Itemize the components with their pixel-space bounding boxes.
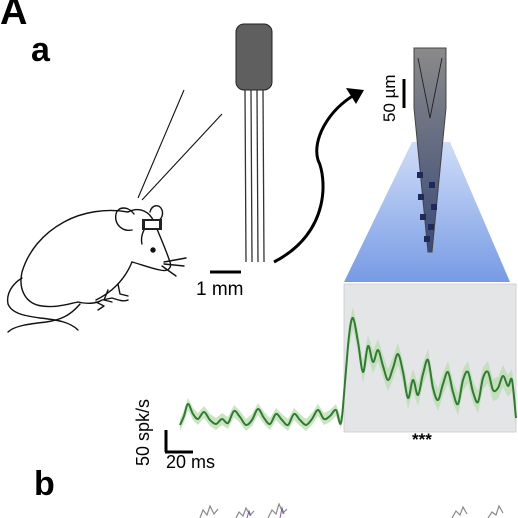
panel-label-sub-a: a [31, 31, 50, 69]
trace-error-band [180, 307, 516, 431]
probe-scale-label: 1 mm [196, 279, 244, 300]
panel-label-sub-b: b [34, 465, 55, 503]
mouse-illustration [6, 205, 187, 333]
shank-trace [417, 57, 443, 119]
arrowhead [346, 88, 364, 104]
time-scale-label: 20 ms [166, 452, 216, 472]
probe-headstage [235, 23, 273, 91]
implant-window [145, 221, 159, 228]
tip-scale-label: 50 µm [380, 74, 399, 122]
shank-tip [413, 47, 447, 253]
fiber-line-2 [141, 113, 223, 201]
panel-label-main: A [0, 0, 28, 33]
recording-sites [417, 172, 437, 242]
significance-stars: *** [412, 430, 432, 449]
firing-rate-trace [179, 316, 517, 427]
panel-b-traces [199, 502, 504, 518]
zoom-arrow [273, 92, 357, 264]
panel-b-highlights [246, 506, 285, 518]
fiber-line-1 [137, 89, 185, 199]
probe-shanks [244, 89, 265, 263]
rate-scale-label: 50 spk/s [133, 398, 153, 466]
